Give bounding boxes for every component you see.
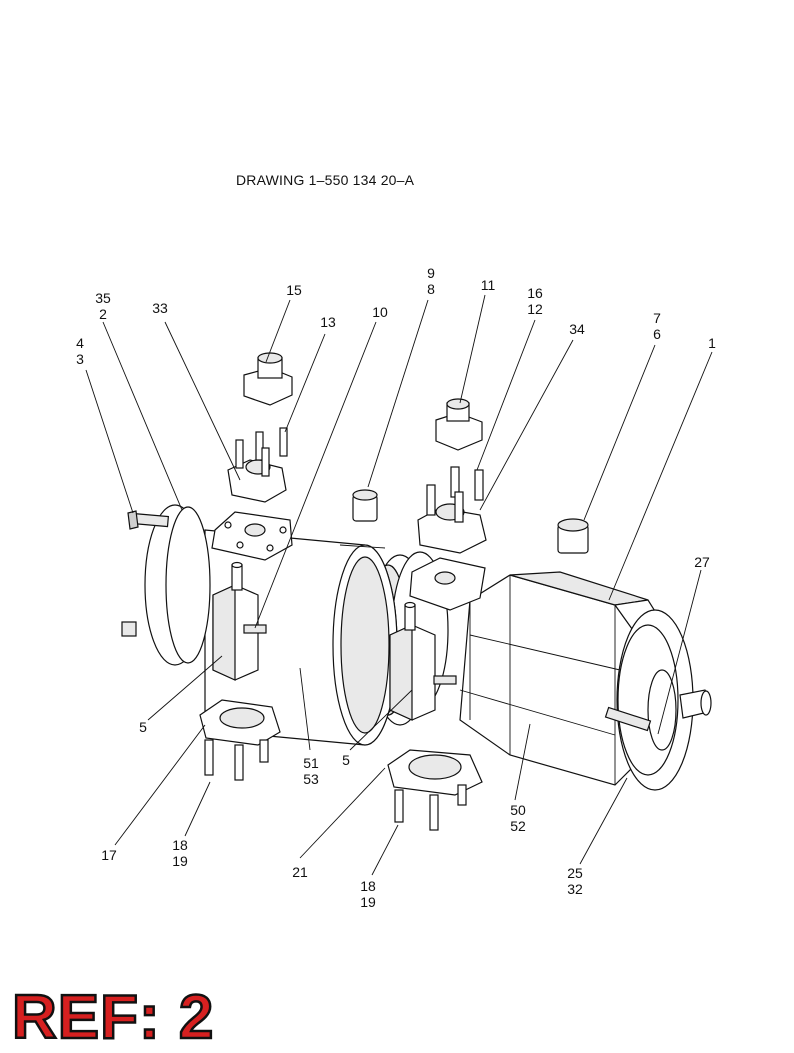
screw-27: [604, 706, 652, 732]
flange-plate-left: [211, 511, 293, 561]
callout-number: 21: [292, 864, 308, 880]
callout-number: 19: [360, 894, 376, 910]
callout-number: 13: [320, 314, 336, 330]
callout-15: 15: [286, 282, 302, 298]
leader-lines: [85, 294, 713, 876]
callout-number: 17: [101, 847, 117, 863]
callout-17: 17: [101, 847, 117, 863]
callout-number: 15: [286, 282, 302, 298]
callout-10: 10: [372, 304, 388, 320]
flange-upper-right: [417, 466, 487, 554]
callout-number: 16: [527, 285, 543, 301]
reference-badge: REF: 2: [11, 982, 215, 1053]
callout-number: 8: [427, 281, 435, 297]
callout-number: 2: [99, 306, 107, 322]
fitting-8-9: [352, 489, 378, 522]
callout-number: 12: [527, 301, 543, 317]
callout-number: 50: [510, 802, 526, 818]
fitting-15: [243, 352, 293, 406]
manifold-block-mid: [389, 557, 486, 721]
callout-27: 27: [694, 554, 710, 570]
callout-number: 10: [372, 304, 388, 320]
callout-number: 25: [567, 865, 583, 881]
callout-5-mid: 5: [342, 752, 350, 768]
callout-number: 51: [303, 755, 319, 771]
end-flange-right: [616, 609, 712, 791]
manifold-block-left: [212, 561, 267, 681]
callout-number: 52: [510, 818, 526, 834]
callout-number: 5: [139, 719, 147, 735]
callout-number: 9: [427, 265, 435, 281]
callout-number: 32: [567, 881, 583, 897]
callout-number: 1: [708, 335, 716, 351]
callout-34: 34: [569, 321, 585, 337]
flange-lower-left: [199, 699, 281, 781]
callout-number: 53: [303, 771, 319, 787]
callout-5-left: 5: [139, 719, 147, 735]
callout-number: 4: [76, 335, 84, 351]
callout-number: 5: [342, 752, 350, 768]
callout-number: 35: [95, 290, 111, 306]
callout-number: 18: [172, 837, 188, 853]
fitting-6-7: [557, 518, 589, 554]
fitting-11: [435, 398, 483, 451]
callout-1: 1: [708, 335, 716, 351]
callout-number: 6: [653, 326, 661, 342]
callout-number: 3: [76, 351, 84, 367]
end-disc-left: [121, 504, 211, 666]
drawing-title: DRAWING 1–550 134 20–A: [236, 172, 415, 188]
callout-number: 18: [360, 878, 376, 894]
flange-lower-mid: [387, 749, 483, 831]
callout-number: 33: [152, 300, 168, 316]
center-cylinder: [204, 529, 398, 746]
flange-upper-left: [227, 427, 288, 503]
callout-11: 11: [481, 277, 496, 293]
callout-number: 34: [569, 321, 585, 337]
callout-number: 19: [172, 853, 188, 869]
callout-21: 21: [292, 864, 308, 880]
callout-number: 11: [480, 277, 496, 293]
callout-13: 13: [320, 314, 336, 330]
callout-number: 7: [653, 310, 661, 326]
callout-number: 27: [694, 554, 710, 570]
callout-33: 33: [152, 300, 168, 316]
